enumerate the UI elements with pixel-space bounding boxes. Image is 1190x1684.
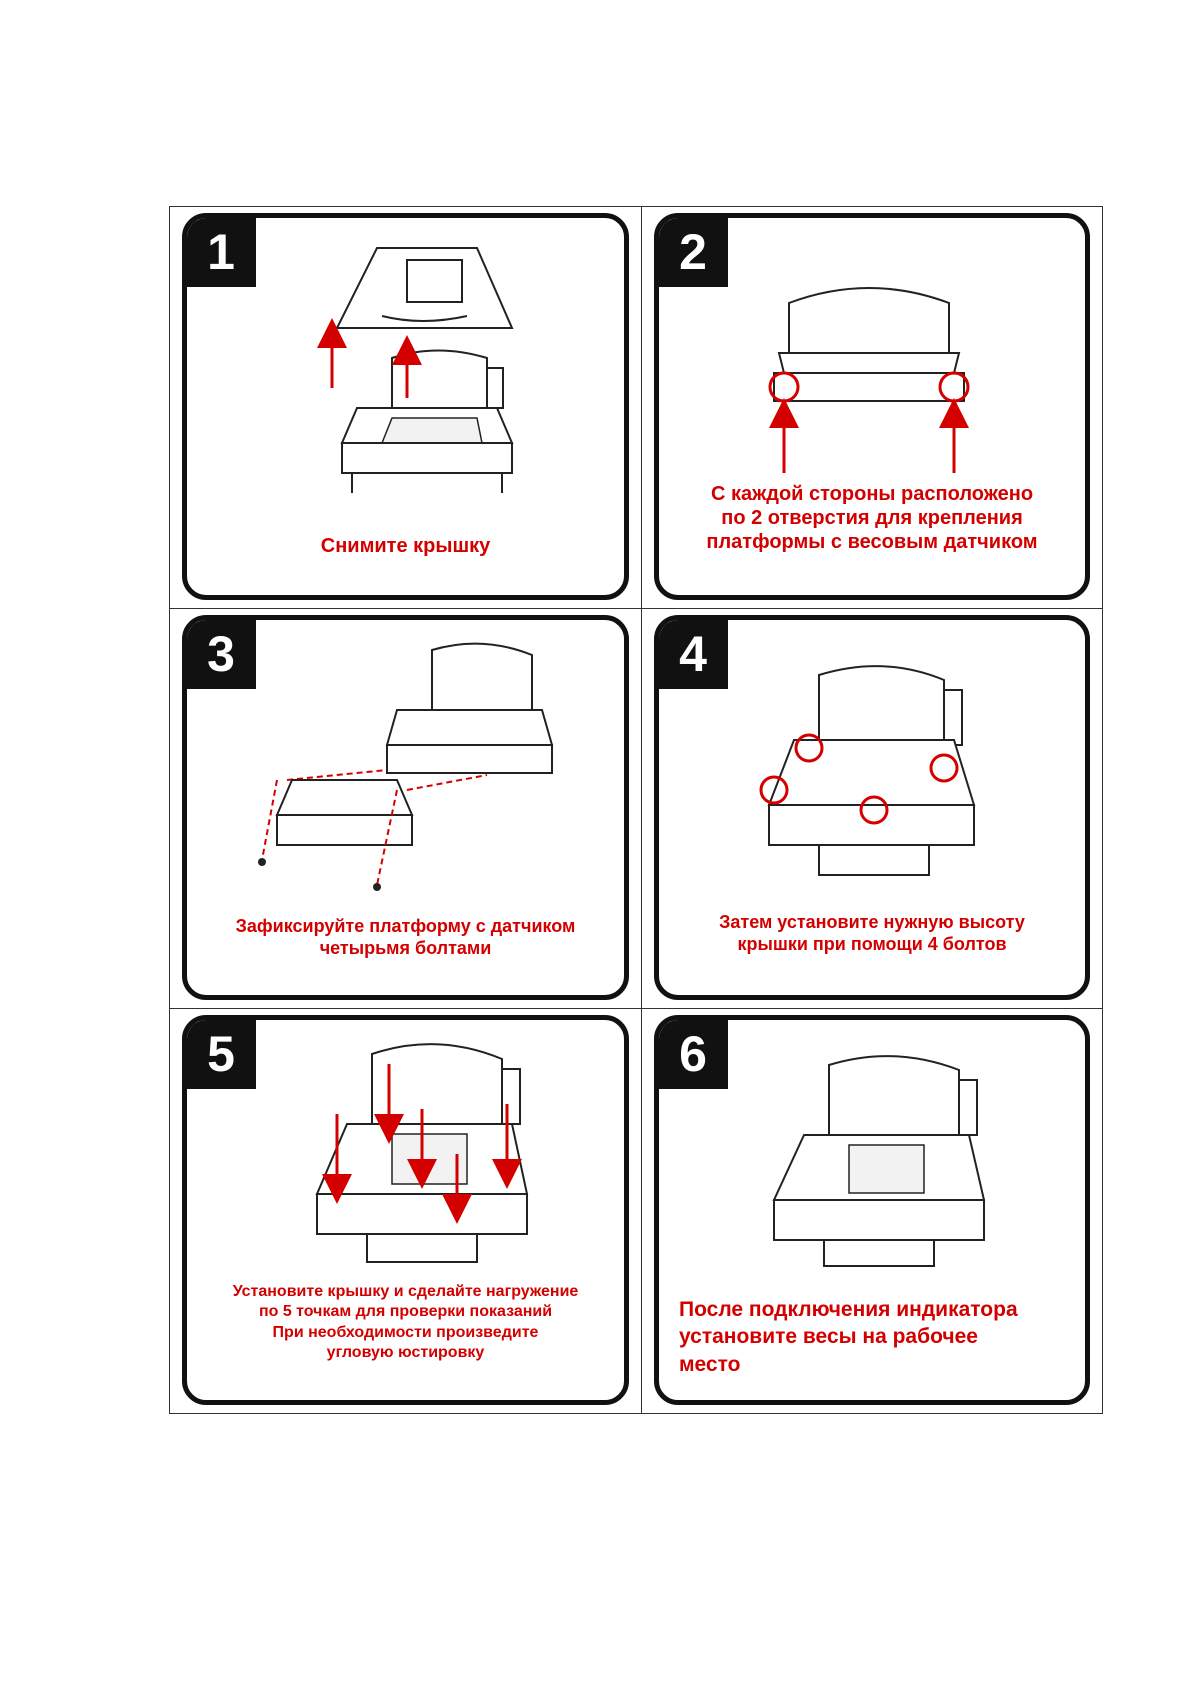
step-4-number: 4 (659, 620, 728, 689)
install-scale-illustration (772, 1055, 986, 1267)
test-load-illustration (315, 1043, 529, 1263)
step-4-cell: 4 Затем установите нужную высоту крышки … (642, 609, 1102, 1009)
step-6-panel: 6 После подключения индикатора установит… (654, 1015, 1090, 1405)
step-1-cell: 1 Снимите крышку (170, 207, 642, 609)
step-3-cell: 3 Зафиксируйте платформу с датчиком четы… (170, 609, 642, 1009)
set-height-illustration (759, 665, 976, 876)
step-4-caption: Затем установите нужную высоту крышки пр… (719, 912, 1025, 954)
step-3-panel: 3 Зафиксируйте платформу с датчиком четы… (182, 615, 629, 1000)
mount-holes-illustration (768, 287, 970, 473)
step-2-number: 2 (659, 218, 728, 287)
step-3-number: 3 (187, 620, 256, 689)
step-3-caption: Зафиксируйте платформу с датчиком четырь… (235, 916, 576, 958)
step-1-panel: 1 Снимите крышку (182, 213, 629, 600)
step-5-cell: 5 Установите крышку и сделайте нагружени… (170, 1009, 642, 1413)
step-5-panel: 5 Установите крышку и сделайте нагружени… (182, 1015, 629, 1405)
step-1-caption: Снимите крышку (320, 535, 491, 557)
step-2-cell: 2 С каждой стороны расположено по 2 отве… (642, 207, 1102, 609)
step-6-caption: После подключения индикатора установите … (679, 1298, 1018, 1376)
remove-cover-illustration (317, 247, 514, 493)
step-2-panel: 2 С каждой стороны расположено по 2 отве… (654, 213, 1090, 600)
fix-platform-illustration (258, 642, 554, 891)
step-2-caption: С каждой стороны расположено по 2 отверс… (706, 483, 1038, 553)
step-5-caption: Установите крышку и сделайте нагружение … (232, 1283, 579, 1362)
instruction-grid: 1 Снимите крышку (169, 206, 1103, 1414)
step-1-number: 1 (187, 218, 256, 287)
step-6-number: 6 (659, 1020, 728, 1089)
step-6-cell: 6 После подключения индикатора установит… (642, 1009, 1102, 1413)
step-4-panel: 4 Затем установите нужную высоту крышки … (654, 615, 1090, 1000)
step-5-number: 5 (187, 1020, 256, 1089)
